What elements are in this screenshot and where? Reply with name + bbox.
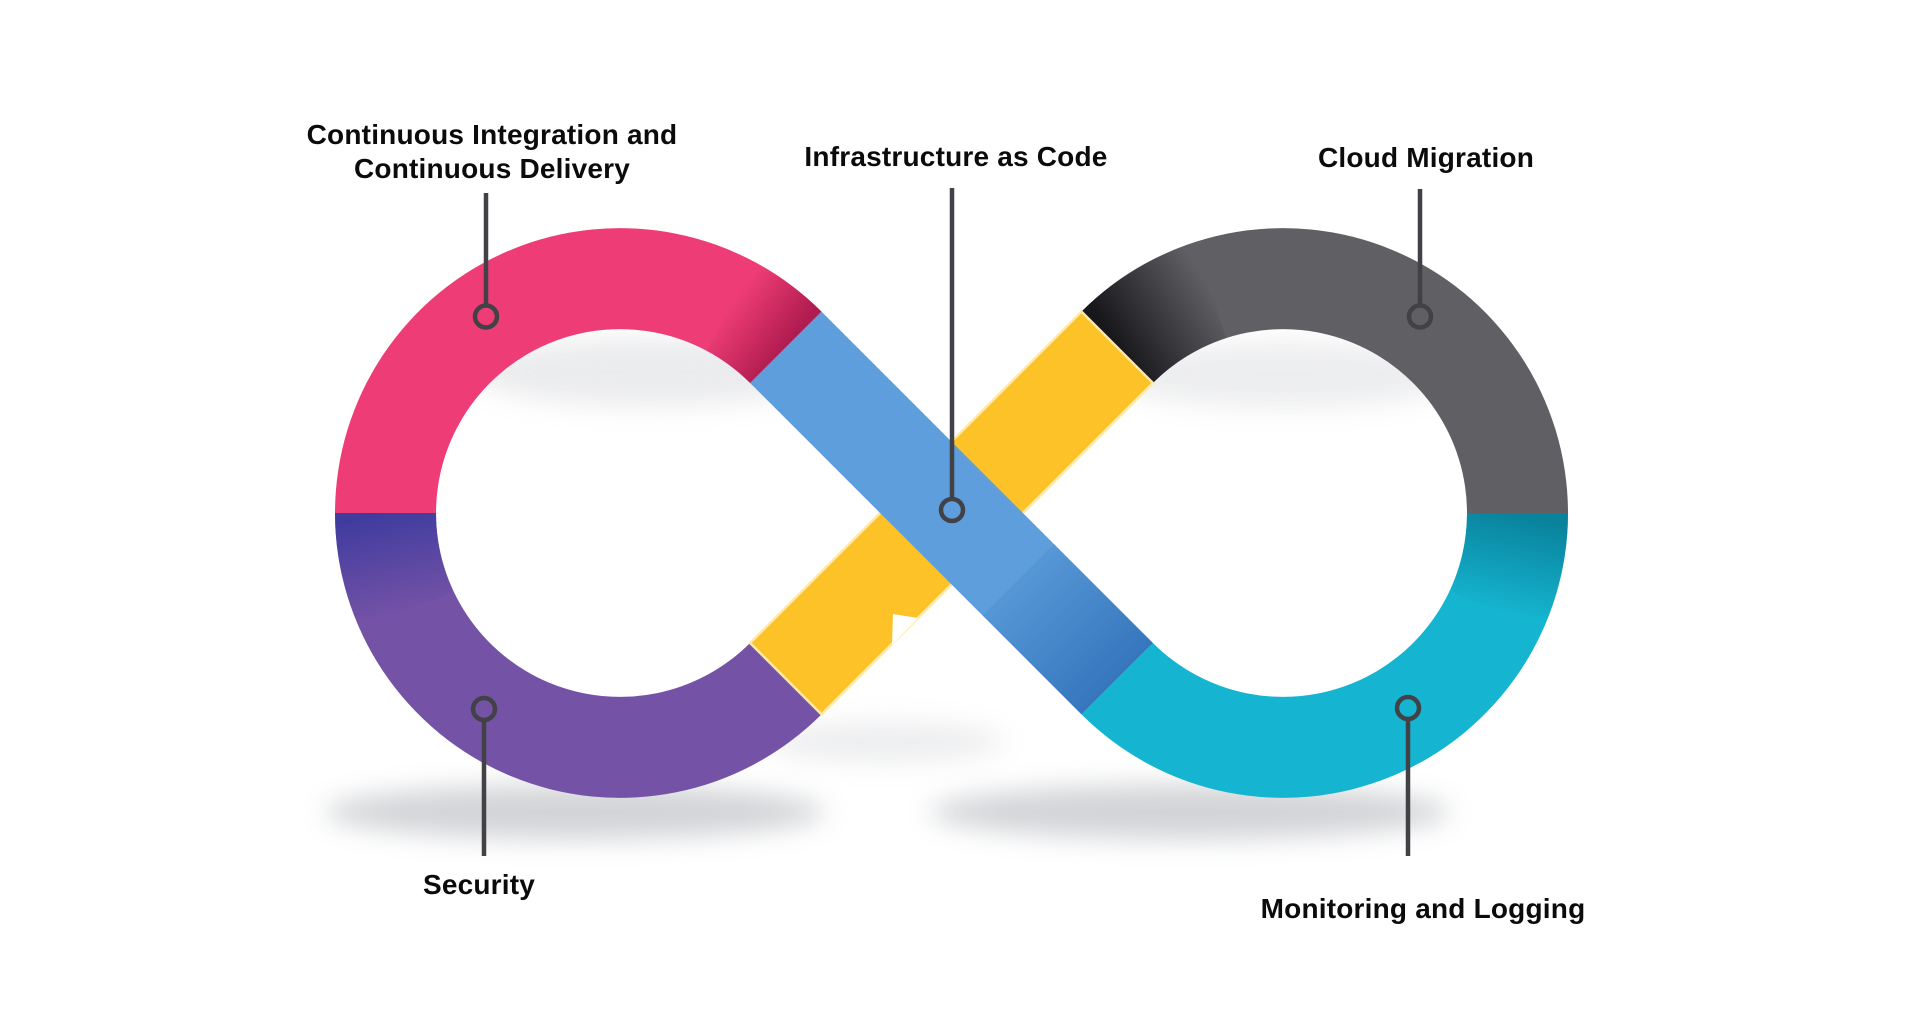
label-cicd-line2: Continuous Delivery: [353, 153, 631, 184]
yellow-band-notch: [892, 614, 918, 645]
gradient-overlay-blue-end: [982, 544, 1153, 715]
marker-circle-iac: [938, 496, 966, 524]
shadow-inner-right: [1110, 342, 1460, 408]
label-cicd: Continuous Integration and Continuous De…: [307, 118, 678, 186]
label-cloud-migration: Cloud Migration: [1317, 142, 1535, 173]
segment-monitoring-cyan: [1081, 513, 1568, 798]
shadow-right-loop: [930, 785, 1450, 839]
gradient-overlay-pink-junction: [706, 261, 822, 383]
label-infrastructure-as-code: Infrastructure as Code: [804, 141, 1108, 172]
gradient-overlay-purple-top: [335, 513, 454, 634]
marker-circle-cloud-migration: [1406, 303, 1434, 330]
segment-cicd-pink: [335, 228, 822, 513]
label-security: Security: [422, 869, 536, 900]
label-monitoring-and-logging: Monitoring and Logging: [1260, 893, 1586, 924]
label-cicd-line1: Continuous Integration and: [306, 119, 678, 150]
marker-circle-cicd: [472, 303, 500, 330]
marker-circle-security: [470, 695, 498, 723]
shadow-bottom-center: [765, 722, 1005, 762]
shadow-left-loop: [325, 785, 825, 839]
segment-security-purple: [335, 513, 822, 798]
gradient-overlay-cyan-top: [1449, 513, 1568, 634]
marker-circle-monitoring: [1394, 694, 1422, 722]
leader-lines: [470, 188, 1434, 856]
